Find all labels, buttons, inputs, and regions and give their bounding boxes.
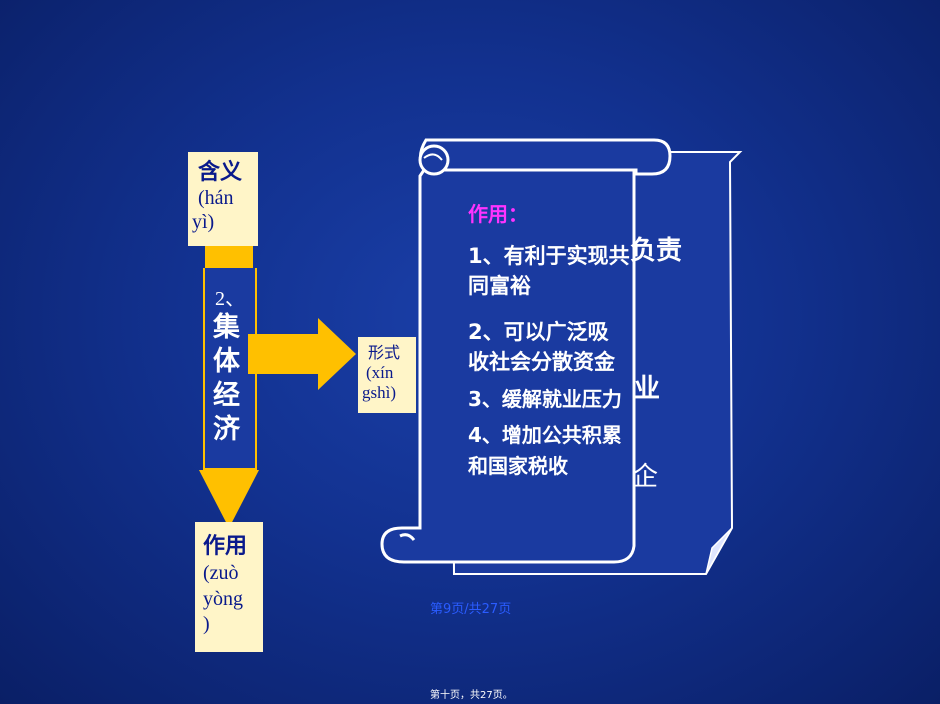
meaning-hanzi: 含义	[198, 160, 243, 185]
page-note: 第十页，共27页。	[430, 690, 513, 701]
meaning-pinyin-1: (hán	[198, 187, 234, 209]
right-arrow	[248, 318, 356, 390]
form-hanzi: 形式	[368, 343, 401, 362]
item-number: 2、	[215, 288, 245, 310]
front-scroll	[380, 138, 672, 564]
effect-3: 3、缓解就业压力	[468, 387, 622, 411]
form-pinyin-2: gshì)	[362, 383, 396, 402]
effect-2-line1: 2、可以广泛吸	[468, 320, 609, 344]
meaning-pinyin-2: yì)	[192, 211, 215, 233]
effect-1-line2: 同富裕	[468, 274, 531, 298]
scroll-title: 作用：	[468, 202, 528, 226]
page-link[interactable]: 第9页/共27页	[430, 602, 512, 617]
char-1: 集	[213, 312, 240, 343]
effect-pinyin-2: yòng	[203, 588, 243, 610]
side-char-responsibility: 负责	[630, 236, 683, 266]
effect-4-line2: 和国家税收	[468, 454, 568, 478]
effect-box: 作用 (zuò yòng )	[195, 522, 263, 652]
collective-economy-box: 2、 集 体 经 济	[203, 268, 257, 470]
side-char-enterprise: 企	[632, 462, 659, 492]
effect-4-line1: 4、增加公共积累	[468, 423, 622, 447]
meaning-box: 含义 (hán yì)	[188, 152, 258, 246]
effect-pinyin-1: (zuò	[203, 562, 239, 584]
char-4: 济	[213, 414, 240, 445]
form-box: 形式 (xín gshì)	[358, 337, 416, 413]
char-3: 经	[213, 380, 240, 411]
effect-2-line2: 收社会分散资金	[468, 350, 615, 374]
effect-1-line1: 1、有利于实现共	[468, 244, 630, 268]
effect-hanzi: 作用	[203, 534, 248, 559]
side-char-industry: 业	[634, 374, 661, 404]
effect-pinyin-3: )	[203, 613, 210, 635]
char-2: 体	[213, 346, 240, 377]
form-pinyin-1: (xín	[366, 363, 394, 382]
